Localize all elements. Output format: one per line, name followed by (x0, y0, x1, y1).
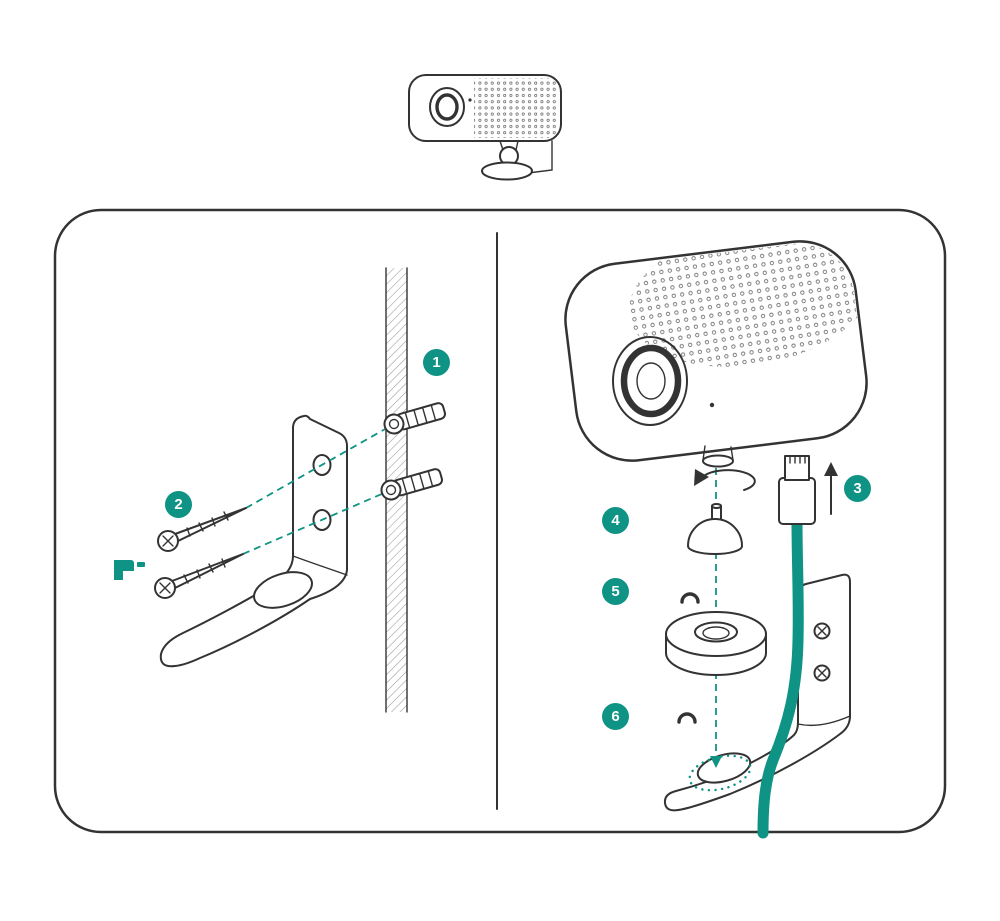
mounting-ring (665, 611, 767, 676)
top-camera-mount (481, 140, 553, 181)
step-badge-2: 2 (165, 491, 192, 518)
foot-dome (687, 518, 743, 555)
camera-lens-outer (612, 336, 688, 426)
top-camera-lens-inner (435, 93, 459, 121)
bracket-large-hole-right (696, 752, 752, 784)
bracket-bend-line-right (797, 715, 851, 727)
rotation-arrow-icon (694, 469, 756, 491)
wall-anchor-1 (383, 402, 447, 435)
brand-mark (114, 560, 145, 580)
ball-joint-foot (687, 503, 743, 555)
wall-anchor-2 (380, 468, 444, 501)
top-camera-lens-outer (429, 87, 465, 127)
top-camera-indicator-dot (468, 98, 472, 102)
top-camera-speaker-grid (474, 78, 558, 138)
screw-1 (157, 507, 247, 552)
step-badge-1: 1 (423, 349, 450, 376)
bracket-bend-line (292, 555, 348, 576)
camera-indicator-dot (709, 402, 715, 408)
installed-screw-bottom (813, 664, 831, 682)
camera-mount-stub (702, 445, 734, 468)
left-step-illustration (114, 267, 447, 713)
screw-2 (154, 553, 244, 599)
top-camera-base (481, 161, 533, 181)
alignment-guide-bottom (242, 489, 392, 555)
cable-connector (778, 455, 816, 525)
installed-screw-top (813, 622, 831, 640)
camera-lens-ring (620, 344, 682, 418)
camera-speaker-grid (629, 237, 871, 367)
ring-hole-inner (702, 626, 730, 640)
top-camera-wall-clip (527, 140, 553, 174)
assembly-axis-arrowhead (710, 756, 722, 768)
wall-bracket-left (159, 414, 348, 668)
step-badge-5: 5 (602, 578, 629, 605)
step-badge-4: 4 (602, 507, 629, 534)
top-camera-illustration (408, 74, 562, 181)
alignment-guide-top (245, 423, 395, 509)
camera-illustration (564, 237, 871, 468)
usb-cable (757, 516, 804, 839)
insert-arrow-icon-1 (680, 592, 700, 604)
step-badge-3: 3 (844, 475, 871, 502)
insert-arrow-icon-2 (677, 712, 697, 724)
bracket-large-hole (253, 571, 313, 609)
step-badge-6: 6 (602, 703, 629, 730)
right-step-illustration (564, 237, 871, 839)
wall-bracket-right (663, 573, 851, 812)
up-arrow-icon (824, 462, 838, 515)
camera-lens-inner (636, 362, 666, 400)
